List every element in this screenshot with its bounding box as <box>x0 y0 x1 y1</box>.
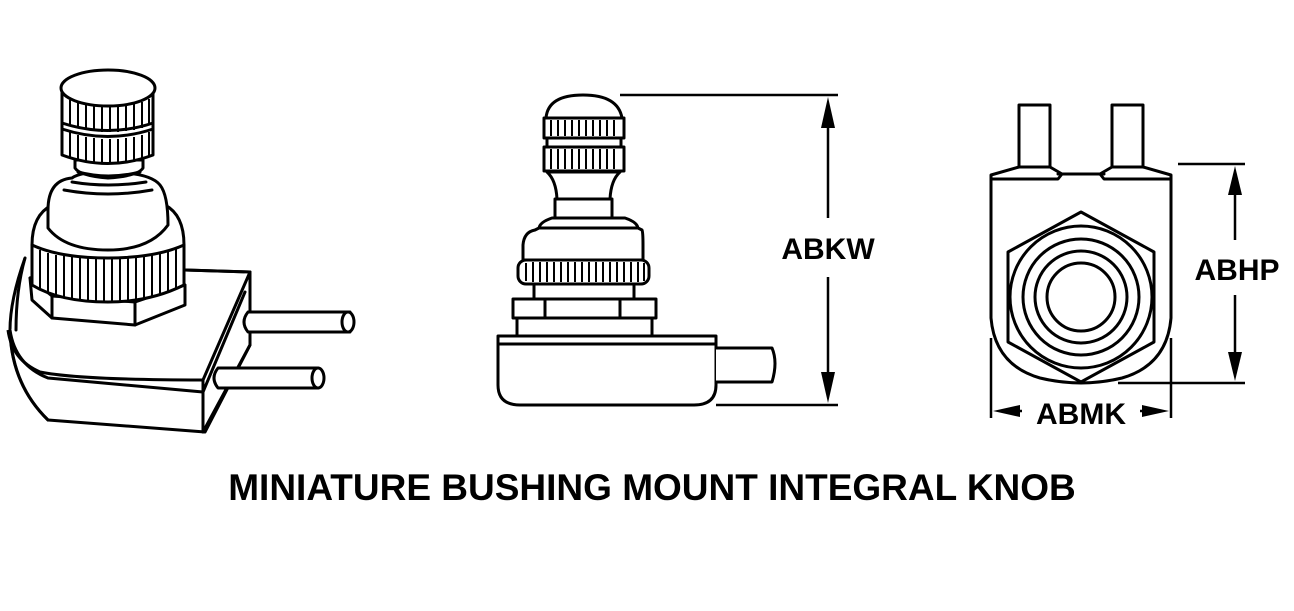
abmk-label: ABMK <box>1036 398 1126 431</box>
side-housing <box>496 334 777 407</box>
abhp-arrow-up-icon <box>1228 166 1242 195</box>
dimension-abkw: ABKW <box>620 93 875 407</box>
front-terminals <box>989 103 1173 181</box>
side-knob <box>542 93 626 173</box>
side-knob-knurl-lines <box>550 120 615 169</box>
side-knurl-ring <box>516 258 651 286</box>
collar-knurl-lines <box>39 248 177 302</box>
knob-face <box>1045 261 1117 333</box>
abmk-arrow-left-icon <box>993 405 1020 417</box>
abmk-arrow-right-icon <box>1142 405 1169 417</box>
isometric-view <box>6 68 356 434</box>
side-view: ABKW <box>496 93 875 407</box>
bushing-ring <box>1021 237 1141 357</box>
nut-ring-outer <box>1008 224 1154 370</box>
dome-body <box>46 170 170 252</box>
front-view: ABHP ABMK <box>989 103 1280 431</box>
abkw-arrow-up-icon <box>821 97 835 128</box>
dimension-abmk: ABMK <box>989 338 1173 431</box>
side-dome <box>521 216 645 262</box>
hex-outline <box>1006 210 1156 384</box>
abkw-label: ABKW <box>781 233 875 266</box>
neck <box>73 158 145 180</box>
knob <box>59 68 157 165</box>
side-bushing-nut <box>511 280 658 338</box>
front-hex-nut <box>1006 210 1156 384</box>
terminal-pins <box>212 310 356 390</box>
side-neck <box>545 170 622 220</box>
side-ring-knurl-lines <box>525 262 645 282</box>
abkw-arrow-down-icon <box>821 372 835 403</box>
front-body <box>989 175 1173 385</box>
knob-ring <box>1033 249 1129 345</box>
knob-knurl-lines <box>69 99 150 164</box>
abhp-arrow-down-icon <box>1228 352 1242 381</box>
figure-title: MINIATURE BUSHING MOUNT INTEGRAL KNOB <box>228 467 1076 508</box>
dimension-abhp: ABHP <box>1118 162 1280 385</box>
abhp-label: ABHP <box>1194 254 1279 287</box>
